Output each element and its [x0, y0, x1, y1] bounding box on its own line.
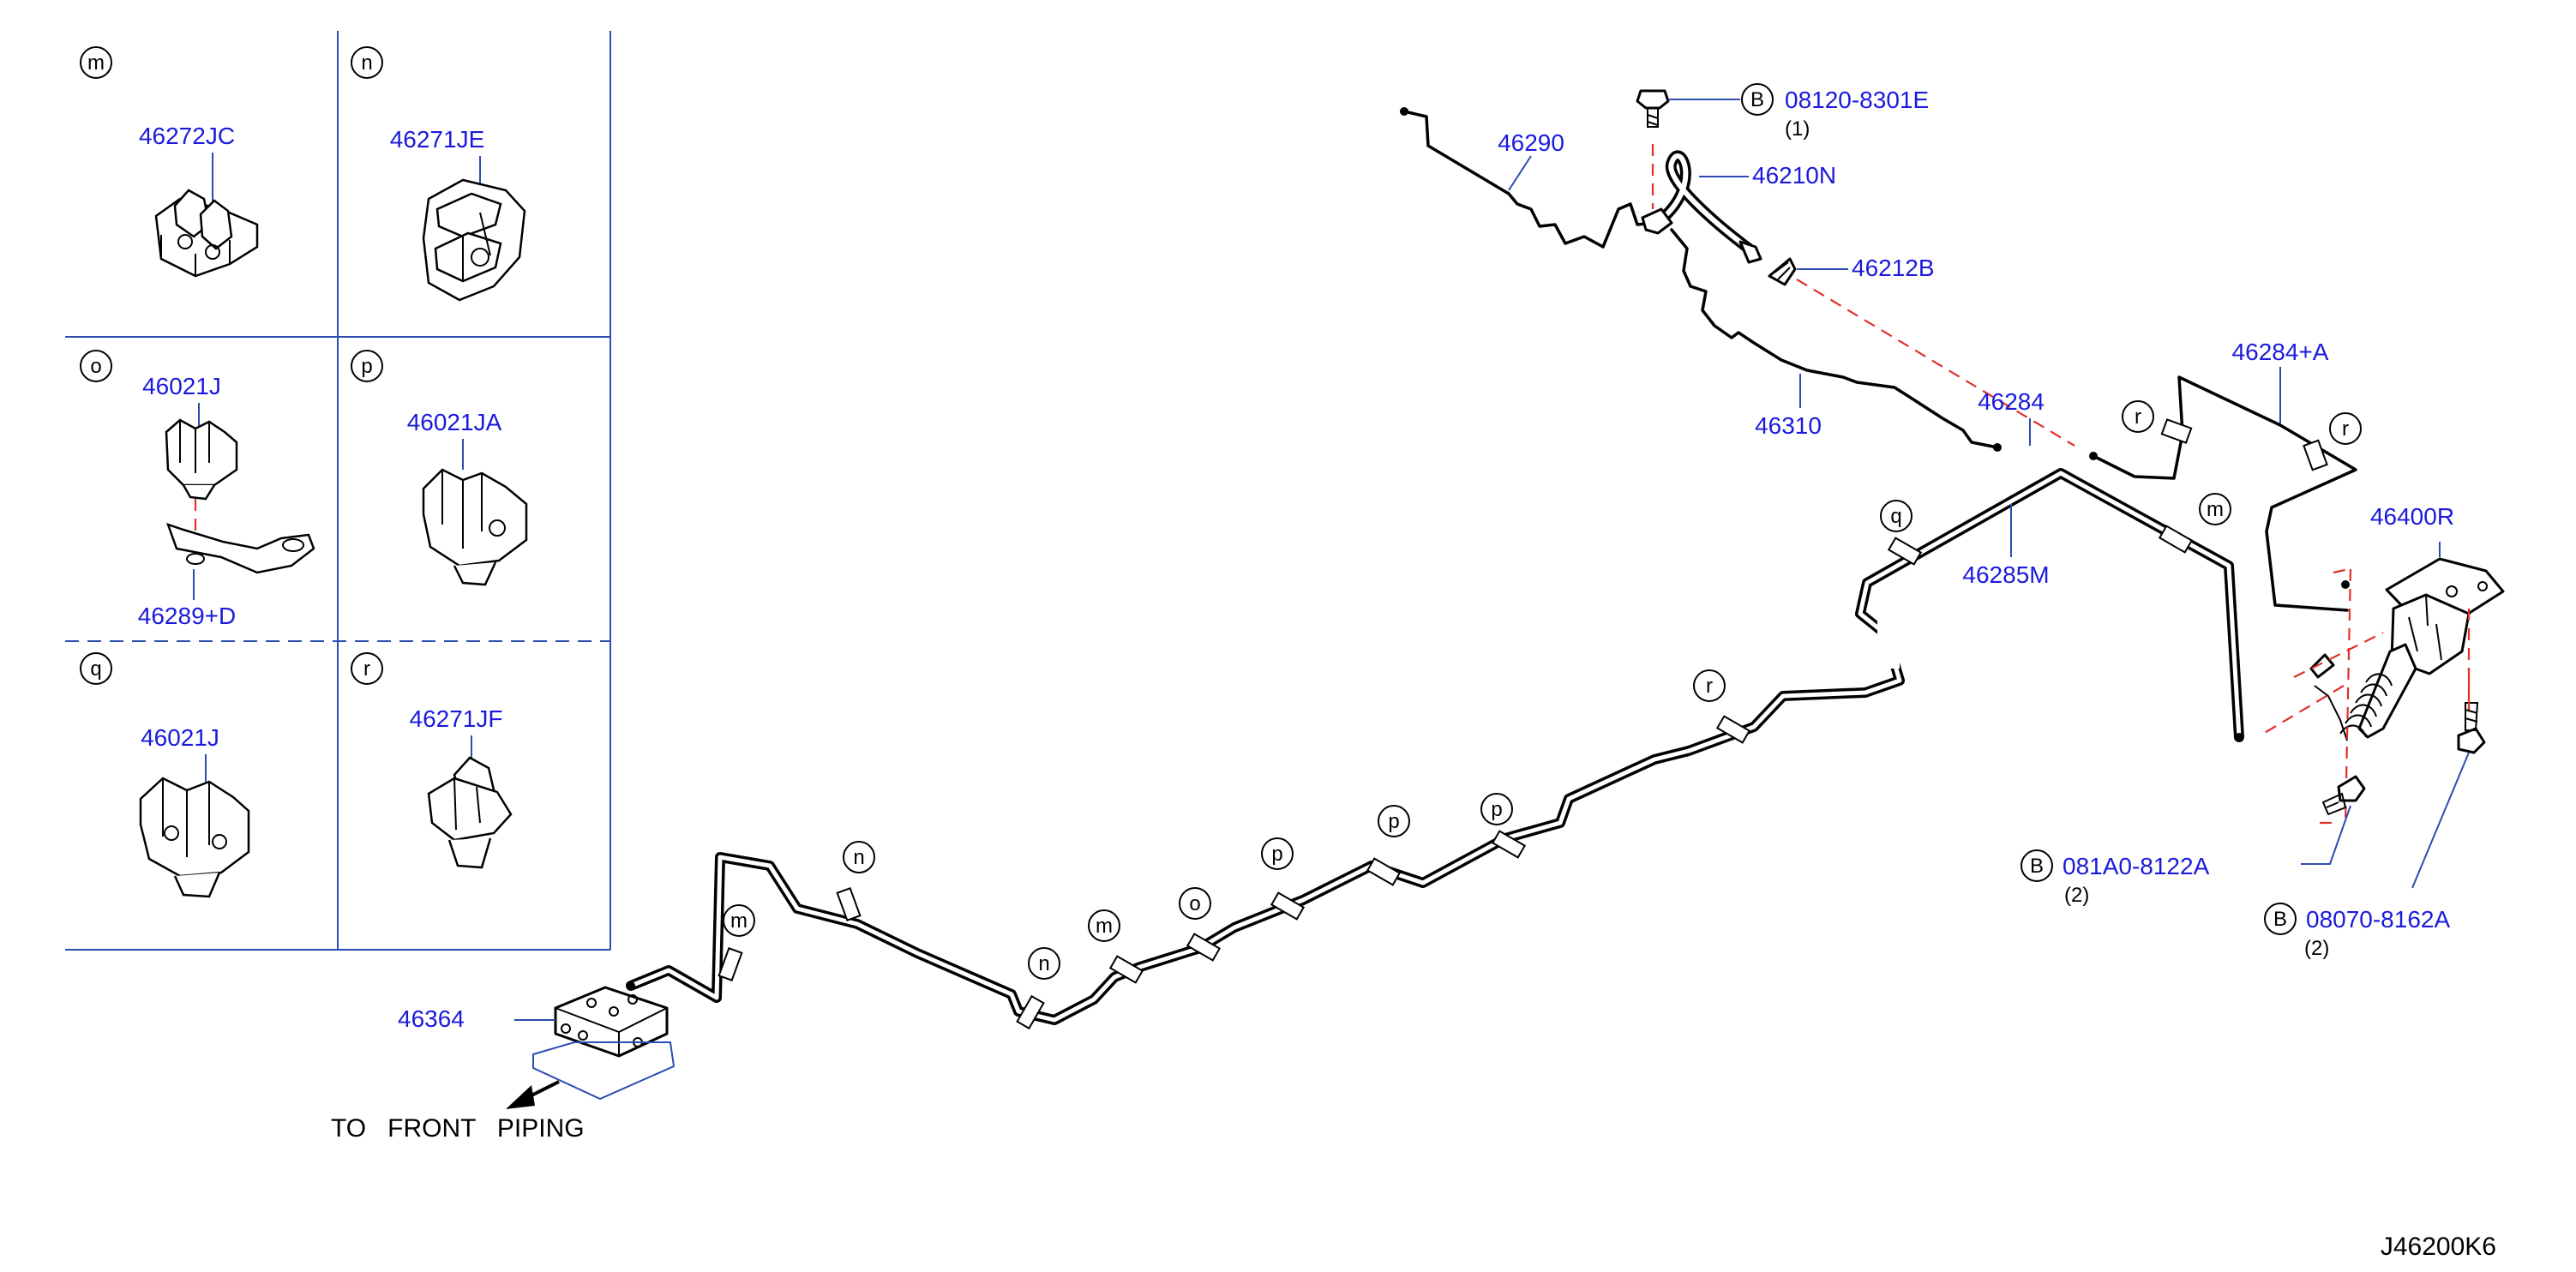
part-number-46310: 46310 [1755, 412, 1822, 439]
clip-marker-r [351, 652, 383, 685]
clip-46272JC-icon [154, 189, 259, 278]
clip-46021J-icon [165, 418, 238, 501]
clip-marker-label: r [1706, 675, 1713, 698]
part-number-46271JF: 46271JF [410, 705, 503, 732]
part-number-46290: 46290 [1498, 129, 1564, 156]
clip-marker-label: p [1388, 810, 1399, 833]
bolt-marker-label: B [1750, 88, 1764, 111]
bolt-marker-label: B [2273, 908, 2287, 931]
bracket-46289D-icon [165, 523, 315, 574]
brake-tube-46310: 46310 [1670, 228, 2002, 452]
quantity-label: (2) [2064, 884, 2089, 907]
front-arrow-icon [506, 1085, 535, 1109]
part-number-46284: 46284 [1978, 388, 2045, 415]
clip-marker-label: o [1189, 892, 1200, 915]
part-number-46364: 46364 [398, 1005, 465, 1032]
clip-marker-label: n [1038, 952, 1049, 975]
clip-marker-label: m [1096, 915, 1113, 938]
part-number-46400R: 46400R [2370, 503, 2454, 530]
direction-label: TO FRONT PIPING [331, 1114, 585, 1143]
panel-letter: r [363, 657, 370, 681]
inset-panel-o: o 46021J 46289+D [80, 350, 315, 629]
part-number-46021J-q: 46021J [141, 724, 219, 751]
clip-marker-m [80, 46, 112, 79]
clip-marker-r [2122, 400, 2154, 433]
quantity-label: (1) [1785, 117, 1810, 141]
clip-marker-p [351, 350, 383, 382]
diagram-code: J46200K6 [2381, 1233, 2496, 1261]
clip-markers: m n n m o p p p r q m [723, 493, 2231, 980]
pipe-clip [2303, 439, 2328, 471]
part-number-46021J: 46021J [142, 373, 221, 399]
part-number-46271JE: 46271JE [390, 126, 485, 153]
brake-tube-46285M: 46285M [626, 468, 2244, 1025]
clip-marker-label: r [2135, 405, 2141, 429]
brake-tube-46284: 46284 46284+A [1978, 339, 2357, 612]
clip-marker-label: p [1491, 798, 1502, 821]
part-number-46272JC: 46272JC [139, 123, 235, 149]
clip-marker-label: q [1890, 505, 1901, 528]
clip-marker-label: m [2207, 498, 2224, 521]
part-number-46285M: 46285M [1962, 561, 2049, 588]
bolt-marker-label: B [2030, 855, 2044, 878]
clip-marker-label: r [2342, 417, 2349, 441]
part-number-08120-8301E: 08120-8301E [1785, 87, 1929, 113]
pipe-clip [2160, 418, 2193, 444]
panel-letter: o [90, 355, 101, 378]
clip-46212B: 46212B [1768, 255, 1935, 286]
inset-panel-p: p 46021JA [351, 350, 528, 586]
clip-marker-o [80, 350, 112, 382]
clip-46271JF-icon [427, 756, 513, 869]
clip-marker-label: p [1271, 843, 1282, 866]
pipe-clips [718, 525, 2194, 1030]
inset-panel-r: r 46271JF [351, 652, 513, 869]
clip-inset-grid [65, 31, 611, 951]
inset-panel-q: q 46021J [80, 652, 250, 898]
inset-panel-m: m 46272JC [80, 46, 259, 278]
panel-letter: m [87, 51, 105, 75]
bolt-marker-B [2021, 849, 2053, 882]
clip-marker-label: m [730, 909, 748, 933]
bolt-marker-B [1741, 83, 1774, 116]
bolt-08120-8301E: B 08120-8301E (1) [1636, 83, 1929, 141]
part-number-46289D: 46289+D [138, 603, 236, 629]
clip-marker-r [2329, 412, 2362, 445]
clip-46021JA-icon [422, 468, 528, 586]
panel-letter: p [361, 355, 372, 378]
bolt-081A0-8122A: B 081A0-8122A (2) [2021, 775, 2366, 907]
panel-letter: n [361, 51, 372, 75]
clip-marker-n [351, 46, 383, 79]
part-number-46210N: 46210N [1752, 162, 1836, 189]
brake-tube-46290: 46290 [1400, 107, 1665, 249]
part-number-08070-8162A: 08070-8162A [2306, 906, 2450, 933]
clip-marker-label: n [853, 846, 864, 869]
part-number-081A0-8122A: 081A0-8122A [2063, 853, 2210, 879]
bolt-marker-B [2264, 903, 2297, 935]
junction-block-46364: 46364 [398, 986, 676, 1109]
part-number-46284A: 46284+A [2232, 339, 2329, 365]
inset-panel-n: n 46271JE [351, 46, 526, 302]
panel-letter: q [90, 657, 101, 681]
clip-46021J-q-icon [139, 777, 250, 898]
part-number-46021JA: 46021JA [407, 409, 502, 435]
actuator-46400R: 46400R [2309, 503, 2505, 741]
clip-marker-q [80, 652, 112, 685]
quantity-label: (2) [2304, 937, 2329, 960]
brake-hose-46210N: 46210N [1641, 150, 1836, 264]
bolt-08070-8162A: B 08070-8162A (2) [2264, 669, 2486, 960]
clip-46271JE-icon [422, 178, 526, 302]
part-number-46212B: 46212B [1852, 255, 1935, 281]
